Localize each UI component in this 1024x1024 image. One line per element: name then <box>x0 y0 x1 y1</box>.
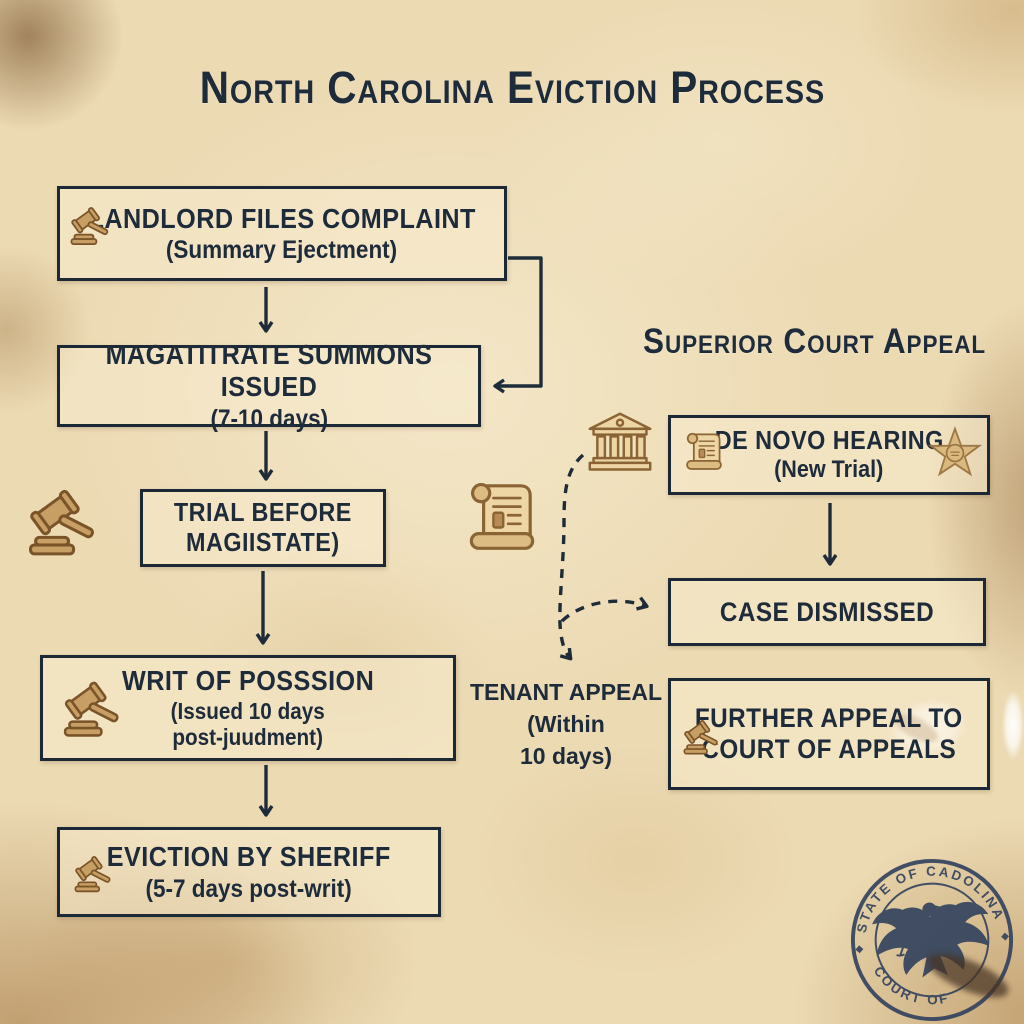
seal-diamond-right <box>1001 932 1010 941</box>
step-title: WRIT OF POSSSION <box>121 665 375 697</box>
step-title: MAGATITRATE SUMMONS ISSUED <box>105 339 433 402</box>
ink-smudge <box>927 953 1009 998</box>
sheriff-star-icon <box>927 426 983 482</box>
gavel-icon <box>28 488 104 556</box>
step-case-dismissed: CASE DISMISSED <box>668 578 986 646</box>
paper-edge-artifact <box>998 676 1024 774</box>
seal-diamond-left <box>855 945 864 954</box>
gavel-icon <box>63 680 127 738</box>
step-magistrate-summons: MAGATITRATE SUMMONS ISSUED (7-10 days) <box>57 339 481 433</box>
step-title: LANDLORD FILES COMPLAINT <box>88 202 476 234</box>
step-subtitle: (New Trial) <box>774 456 884 484</box>
step-subtitle: (7-10 days) <box>210 404 328 433</box>
superior-court-appeal-heading: Superior Court Appeal <box>615 322 1015 362</box>
connector-complaint-elbow-to-summons <box>493 256 543 394</box>
gavel-icon <box>74 855 116 893</box>
step-title: EVICTION BY SHERIFF <box>107 841 391 873</box>
step-subtitle: (Summary Ejectment) <box>166 236 398 265</box>
step-trial-before-magistrate: TRIAL BEFORE MAGIISTATE) <box>140 489 386 567</box>
scroll-icon <box>464 476 540 557</box>
step-landlord-files-complaint: LANDLORD FILES COMPLAINT (Summary Ejectm… <box>57 186 507 281</box>
courthouse-icon <box>586 410 654 474</box>
court-seal: STATE OF CADOLINA COURT OF <box>841 849 1023 1024</box>
step-subtitle: (Issued 10 days post-juudment) <box>170 698 326 750</box>
scales-of-justice-icon <box>896 940 929 961</box>
step-eviction-by-sheriff: EVICTION BY SHERIFF (5-7 days post-writ) <box>57 827 441 917</box>
step-further-appeal: FURTHER APPEAL TO COURT OF APPEALS <box>668 678 990 790</box>
step-writ-of-possession: WRIT OF POSSSION (Issued 10 days post-ju… <box>40 655 456 761</box>
step-title: FURTHER APPEAL TO COURT OF APPEALS <box>695 703 963 764</box>
page-title-text: North Carolina Eviction Process <box>199 62 825 113</box>
gavel-icon <box>683 719 723 755</box>
step-de-novo-hearing: DE NOVO HEARING (New Trial) <box>668 415 990 495</box>
tenant-appeal-label: TENANT APPEAL (Within 10 days) <box>469 679 663 770</box>
superior-court-appeal-heading-text: Superior Court Appeal <box>643 322 987 361</box>
step-subtitle: (5-7 days post-writ) <box>145 874 353 903</box>
step-title: CASE DISMISSED <box>719 596 935 627</box>
page-title: North Carolina Eviction Process <box>0 62 1024 114</box>
dashed-arrow-to-case-dismissed <box>560 596 649 623</box>
scroll-icon <box>683 429 725 474</box>
step-title: TRIAL BEFORE MAGIISTATE) <box>174 497 352 557</box>
step-title: DE NOVO HEARING <box>714 424 944 455</box>
dashed-tenant-appeal-path <box>558 453 585 661</box>
gavel-icon <box>70 206 114 246</box>
